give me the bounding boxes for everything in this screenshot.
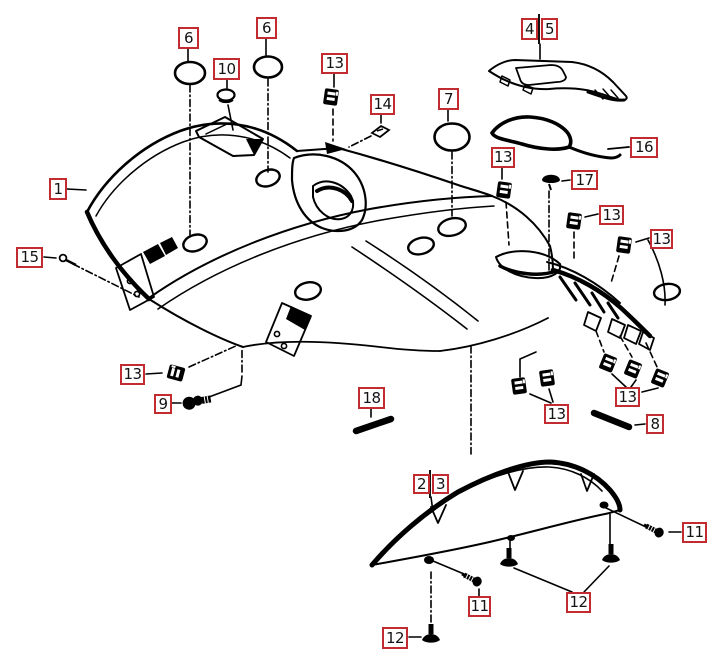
callout-part-13-lower-left: 13	[120, 364, 145, 385]
callout-part-11-right: 11	[682, 522, 707, 543]
bolt-part-9	[182, 395, 212, 410]
callout-part-18: 18	[358, 387, 385, 409]
callout-part-13-right-a: 13	[599, 205, 624, 225]
callout-part-12-bottom-left: 12	[382, 627, 408, 649]
callout-part-10: 10	[213, 58, 240, 80]
callout-part-6-left: 6	[178, 27, 199, 49]
clip-part-13-instances	[166, 88, 670, 395]
callout-part-13-right-b: 13	[650, 229, 673, 249]
screw-part-11-instances	[459, 519, 666, 589]
callout-part-12-middle: 12	[566, 592, 591, 613]
fender-flare-part-2-3	[369, 459, 623, 568]
callout-divider-2-3	[429, 470, 431, 498]
storage-lid-part-4-5	[488, 59, 628, 102]
callout-part-8: 8	[646, 414, 664, 434]
callout-part-16: 16	[630, 137, 658, 158]
callout-part-11-bottom: 11	[468, 596, 491, 617]
grommet-part-7	[433, 122, 471, 152]
callout-part-6-right: 6	[256, 17, 277, 39]
callout-part-13-bottom-center: 13	[544, 404, 569, 424]
callout-part-13-top: 13	[321, 53, 348, 74]
callout-part-4: 4	[521, 18, 538, 40]
plug-part-17	[542, 174, 560, 191]
callout-part-15: 15	[16, 247, 43, 268]
callout-divider-4-5	[538, 14, 540, 44]
callout-part-13-bottom-right: 13	[615, 387, 640, 407]
flat-clip-part-14	[370, 124, 391, 139]
trim-seal-part-16	[489, 115, 622, 160]
callout-part-3: 3	[432, 474, 449, 494]
leader-lines	[43, 38, 682, 638]
callout-part-2: 2	[413, 474, 430, 494]
callout-part-17: 17	[571, 170, 598, 190]
callout-part-9: 9	[154, 394, 172, 414]
callout-part-14: 14	[370, 94, 395, 115]
callout-part-1: 1	[49, 178, 67, 200]
grommet-part-6	[173, 55, 284, 86]
callout-part-5: 5	[541, 18, 558, 40]
main-fender-panel	[84, 116, 682, 357]
plug-part-10	[216, 88, 236, 104]
rubber-strip-part-8	[590, 409, 633, 431]
callout-part-7: 7	[438, 88, 459, 110]
rubber-strip-part-18	[352, 415, 395, 435]
callout-part-13-upper-right: 13	[491, 147, 515, 168]
rivet-part-15	[58, 253, 77, 267]
